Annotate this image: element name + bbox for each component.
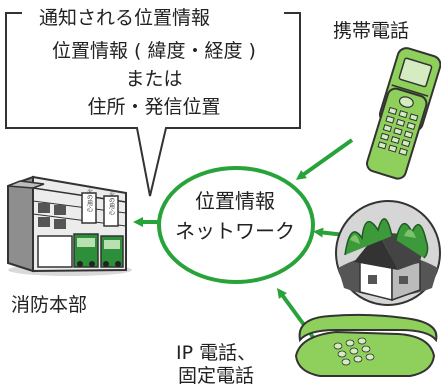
network-label: 位置情報 ネットワーク <box>165 186 305 246</box>
arrow-landline-to-network <box>277 287 320 346</box>
ip-phone-label: IP 電話、 固定電話 <box>176 342 256 388</box>
landline-phone-illustration <box>294 313 438 377</box>
callout-line-1: 位置情報 ( 緯度・経度 ) <box>52 40 256 62</box>
sign-right: 火の用心 <box>108 191 115 215</box>
sign-left: 火の用心 <box>86 188 93 212</box>
mobile-phone-illustration <box>366 47 441 180</box>
fire-hq-label: 消防本部 <box>11 294 88 316</box>
mobile-phone-label: 携帯電話 <box>333 20 410 42</box>
arrow-phone-to-network <box>295 138 354 180</box>
callout-line-3: 住所・発信位置 <box>87 96 221 118</box>
fire-department-illustration: 火の用心 火の用心 <box>7 175 132 276</box>
ip-phone-label-line-2: 固定電話 <box>178 365 255 387</box>
burning-house-illustration <box>335 200 441 306</box>
callout-line-2: または <box>125 68 183 90</box>
network-label-line-1: 位置情報 <box>195 189 275 213</box>
callout-box <box>5 12 301 197</box>
callout-title: 通知される位置情報 <box>34 3 216 30</box>
network-label-line-2: ネットワーク <box>175 219 295 243</box>
network-ellipse <box>157 166 315 284</box>
ip-phone-label-line-1: IP 電話、 <box>176 342 257 364</box>
